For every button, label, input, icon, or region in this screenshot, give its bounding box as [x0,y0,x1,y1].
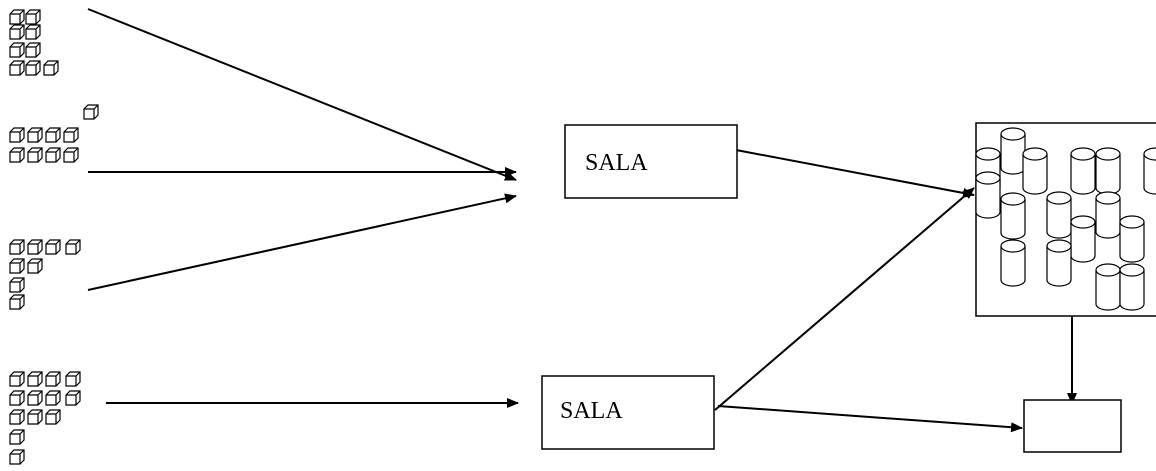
cube-stack-icon [9,104,99,163]
sala-box-top: SALA [564,124,738,199]
cylinder-store-box [975,122,1156,317]
arrow-group3-to-sala [87,193,517,291]
arrow-sala-bottom-to-store [714,187,975,411]
output-box [1023,399,1122,453]
arrow-sala-bottom-to-output [717,405,1023,433]
arrow-sala-top-to-store [735,149,975,198]
cube-stack-icon [9,371,81,465]
sala-box-bottom: SALA [541,375,715,450]
sala-top-label: SALA [585,150,648,176]
cube-stack-icon [9,239,81,310]
sala-bottom-label: SALA [560,398,623,424]
cube-stack-icon [9,9,59,76]
arrow-group1-to-sala [87,8,517,181]
